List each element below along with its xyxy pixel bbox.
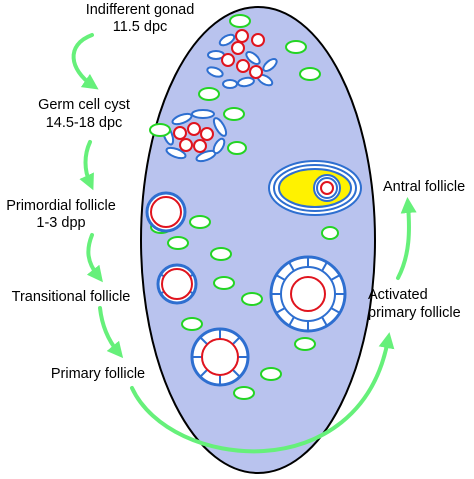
somatic-cell — [227, 141, 247, 155]
indifferent-gonad-cluster — [206, 29, 278, 89]
granulosa-cell — [218, 33, 236, 47]
label-activated-line1: Activated — [368, 287, 428, 303]
somatic-cell — [149, 123, 171, 137]
granulosa-cell — [237, 76, 255, 88]
label-antral-follicle: Antral follicle — [383, 179, 465, 195]
arrow-transitional-to-primary — [98, 306, 124, 359]
germ-cell-cyst-cluster — [161, 109, 228, 163]
somatic-cell — [223, 107, 245, 121]
oocyte — [201, 338, 239, 376]
somatic-cell — [285, 40, 307, 54]
primary-follicle — [190, 327, 250, 387]
somatic-cell — [241, 292, 263, 306]
oocyte — [235, 29, 249, 43]
granulosa-cell — [206, 66, 224, 78]
granulosa-dividers — [271, 257, 345, 331]
oocyte — [251, 33, 265, 47]
oocyte — [179, 138, 193, 152]
oocyte — [193, 139, 207, 153]
somatic-cell — [213, 276, 235, 290]
label-indifferent-gonad-time: 11.5 dpc — [113, 19, 168, 35]
granulosa-cell — [212, 137, 226, 155]
oocyte — [290, 276, 326, 312]
granulosa-cell — [212, 117, 228, 137]
arrow-primordial-to-transitional — [86, 233, 103, 283]
oocyte — [200, 127, 214, 141]
arrow-activated-to-antral — [396, 197, 417, 280]
oocyte — [187, 122, 201, 136]
label-germ-cell-cyst-time: 14.5-18 dpc — [46, 115, 123, 131]
arrow-cyst-to-primordial — [79, 140, 94, 191]
somatic-cell — [321, 226, 339, 240]
label-activated-line2: primary follicle — [368, 305, 461, 321]
somatic-cell — [294, 337, 316, 351]
label-primary-follicle: Primary follicle — [51, 366, 145, 382]
primordial-follicle — [145, 191, 187, 233]
activated-primary-follicle — [269, 255, 347, 333]
label-germ-cell-cyst: Germ cell cyst — [38, 97, 130, 113]
granulosa-cell — [262, 58, 278, 72]
label-primordial-follicle-time: 1-3 dpp — [36, 215, 85, 231]
somatic-cell — [210, 247, 232, 261]
oocyte — [221, 53, 235, 67]
somatic-cell — [299, 67, 321, 81]
oocyte — [150, 196, 182, 228]
label-transitional-follicle: Transitional follicle — [12, 289, 131, 305]
granulosa-cell — [222, 79, 238, 89]
granulosa-cell — [165, 146, 187, 160]
arrow-primary-to-activated — [130, 332, 395, 454]
somatic-cell — [260, 367, 282, 381]
somatic-cell — [198, 87, 220, 101]
granulosa-dividers — [192, 329, 248, 385]
oocyte — [249, 65, 263, 79]
antral-follicle — [268, 160, 362, 216]
somatic-cell — [229, 14, 251, 28]
label-indifferent-gonad: Indifferent gonad — [86, 2, 195, 18]
oocyte — [320, 181, 334, 195]
oocyte — [236, 59, 250, 73]
granulosa-cell — [245, 51, 261, 65]
granulosa-cell — [171, 112, 193, 126]
stage-labels: Indifferent gonad 11.5 dpc Germ cell cys… — [6, 2, 465, 382]
somatic-cell — [167, 236, 189, 250]
somatic-cell — [189, 215, 211, 229]
transitional-follicle — [156, 263, 198, 305]
oocyte — [161, 268, 193, 300]
oocyte — [231, 41, 245, 55]
label-primordial-follicle: Primordial follicle — [6, 198, 116, 214]
somatic-cell — [233, 386, 255, 400]
arrow-gonad-to-cyst — [71, 33, 99, 90]
oocyte — [173, 126, 187, 140]
progression-arrows-left — [71, 33, 417, 454]
somatic-cell — [181, 317, 203, 331]
granulosa-cell — [191, 109, 215, 119]
